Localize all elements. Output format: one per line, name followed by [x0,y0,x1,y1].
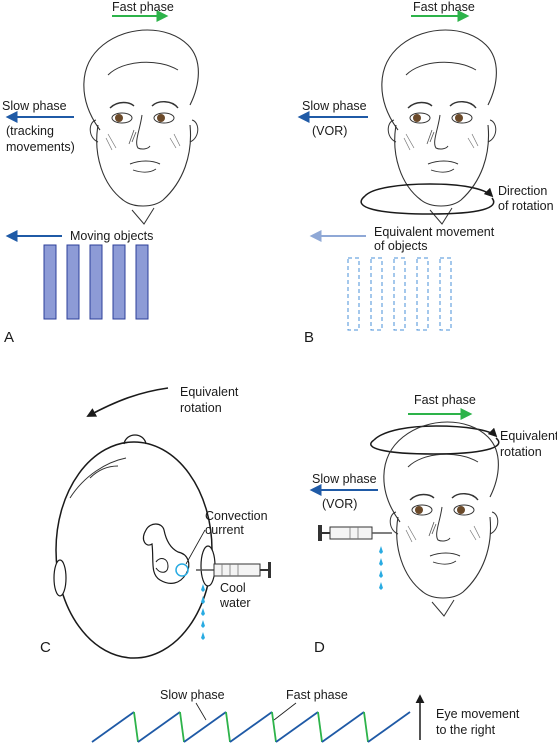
slow-phase-label: Slow phase [312,472,377,486]
panel-letter: C [40,639,51,656]
trace-slow-segment [275,711,319,743]
cool-water-label-2: water [219,596,251,610]
panel-b: Fast phase Slow phase (VOR) Direction of… [297,0,554,346]
eye-movement-label-2: to the right [436,723,496,737]
trace-slow-segment [321,711,365,743]
trace-fast-segment [317,711,323,743]
fast-phase-label: Fast phase [112,0,174,14]
fast-phase-pointer [273,702,297,721]
rotation-label-2: of rotation [498,199,554,213]
convection-label-1: Convection [205,509,268,523]
slow-phase-label: Slow phase [302,99,367,113]
trace-slow-segment [183,711,227,743]
water-drops [201,584,205,640]
panel-a: Fast phase Slow phase (tracking movement… [2,0,200,346]
convection-pointer [185,529,206,565]
trace-fast-segment [271,711,277,743]
face-illustration [381,29,498,225]
equivalent-objects-label-1: Equivalent movement [374,225,495,239]
trace-fast-segment [363,711,369,743]
syringe-icon [196,562,271,578]
equivalent-objects-label-2: of objects [374,239,428,253]
object-bar [135,244,149,320]
cool-water-label-1: Cool [220,581,246,595]
rotation-indicator [370,425,500,455]
panel-letter: A [4,329,14,346]
slow-phase-pointer [195,702,207,721]
object-bar [89,244,103,320]
equivalent-objects-bars [347,257,452,331]
rotation-indicator [360,183,495,215]
dashed-bar [416,257,429,331]
fast-phase-label: Fast phase [413,0,475,14]
object-bar [66,244,80,320]
trace-fast-segment [133,711,139,743]
rotation-label-2: rotation [500,445,542,459]
trace-slow-segment [91,711,135,743]
trace-fast-segment [179,711,185,743]
trace-fast-segment [225,711,231,743]
syringe-icon [318,525,392,541]
rotation-label-2: rotation [180,401,222,415]
panel-d: Fast phase Equivalent rotation Slow phas… [309,393,557,656]
object-bar [43,244,57,320]
eye-movement-label-1: Eye movement [436,707,520,721]
panel-letter: B [304,329,314,346]
trace-slow-segment [137,711,181,743]
slow-phase-label: Slow phase [2,99,67,113]
water-drops [379,546,383,590]
fast-phase-label: Fast phase [414,393,476,407]
slow-phase-sub-2: movements) [6,140,75,154]
dashed-bar [370,257,383,331]
face-illustration [83,29,200,225]
rotation-label-1: Equivalent [500,429,557,443]
rotation-label-1: Direction [498,184,547,198]
dashed-bar [439,257,452,331]
moving-objects-label: Moving objects [70,229,153,243]
slow-phase-sub: (VOR) [322,497,357,511]
rotation-label-1: Equivalent [180,385,239,399]
panel-c: Equivalent rotation Convection current C… [40,385,271,659]
equivalent-rotation-arrow [86,387,169,417]
moving-objects-bars [43,244,149,320]
trace-slow-phase-label: Slow phase [160,688,225,702]
dashed-bar [393,257,406,331]
trace-slow-segment [229,711,273,743]
object-bar [112,244,126,320]
trace-fast-phase-label: Fast phase [286,688,348,702]
convection-label-2: current [205,523,244,537]
slow-phase-sub: (VOR) [312,124,347,138]
dashed-bar [347,257,360,331]
head-top-view [53,434,216,659]
slow-phase-sub-1: (tracking [6,124,54,138]
panel-letter: D [314,639,325,656]
nystagmus-trace: Slow phase Fast phase Eye movement to th… [91,688,520,743]
trace-slow-segment [367,711,411,743]
